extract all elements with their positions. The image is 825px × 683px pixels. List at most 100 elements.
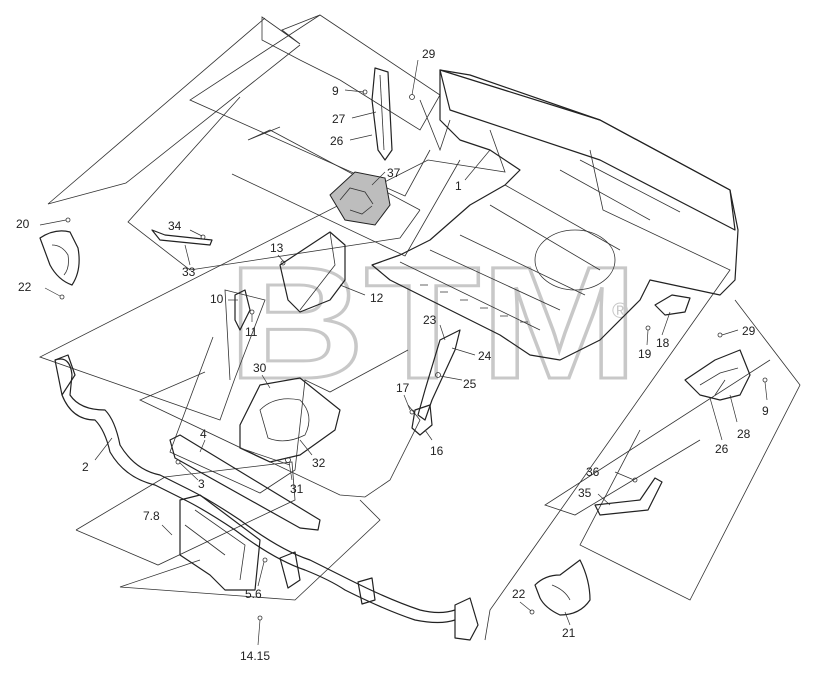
plate-12-flange bbox=[299, 231, 336, 311]
callout-3: 3 bbox=[198, 477, 205, 491]
part-2-tube bbox=[54, 354, 479, 641]
bolt-36 bbox=[632, 477, 638, 483]
boundary-middle-a bbox=[169, 336, 409, 494]
callout-32: 32 bbox=[312, 456, 326, 470]
boundary-line-b bbox=[127, 96, 421, 271]
callout-12: 12 bbox=[370, 291, 384, 305]
leader-4 bbox=[199, 439, 206, 453]
callout-26-top: 26 bbox=[330, 134, 344, 148]
part-33-bar bbox=[151, 229, 213, 246]
bracket-28-inner bbox=[699, 367, 739, 396]
leader-28 bbox=[729, 394, 738, 423]
plate-12-outline bbox=[279, 231, 346, 313]
leader-29b bbox=[721, 329, 739, 336]
bracket-20-outline bbox=[39, 230, 80, 286]
callout-22-right: 22 bbox=[512, 587, 526, 601]
bolt-22-left bbox=[59, 294, 65, 300]
leader-9a bbox=[344, 89, 365, 93]
part-4-rail bbox=[169, 434, 321, 531]
bar-33-outline bbox=[151, 229, 213, 246]
bracket-78-outline bbox=[179, 494, 261, 591]
boundary-line-c bbox=[247, 126, 421, 211]
floor-pan-rib-d bbox=[559, 169, 651, 221]
boundary-line-a bbox=[189, 14, 431, 197]
callout-21: 21 bbox=[562, 626, 576, 640]
shield-30-raised bbox=[259, 398, 310, 442]
bolt-29-right bbox=[717, 332, 723, 338]
callout-9-right: 9 bbox=[762, 404, 769, 418]
bolt-1415 bbox=[257, 615, 263, 621]
part-12-plate bbox=[279, 231, 346, 313]
leader-2 bbox=[94, 437, 113, 461]
bracket-18-outline bbox=[654, 294, 691, 316]
boundary-lower-left bbox=[75, 461, 296, 566]
floor-pan-tunnel-b bbox=[489, 204, 601, 271]
watermark-text: BTM bbox=[228, 233, 638, 412]
callout-23: 23 bbox=[423, 313, 437, 327]
boundary-right-big bbox=[484, 149, 731, 641]
callout-20: 20 bbox=[16, 217, 30, 231]
part-floor-pan bbox=[371, 69, 739, 361]
part-18-bracket bbox=[645, 294, 691, 331]
callout-35: 35 bbox=[578, 486, 592, 500]
leader-26a bbox=[349, 134, 373, 141]
callout-4: 4 bbox=[200, 427, 207, 441]
floor-pan-rear-panel bbox=[439, 69, 736, 231]
part-28-right-bracket bbox=[684, 332, 768, 401]
vertical-bracket-body bbox=[371, 67, 393, 161]
callout-33: 33 bbox=[182, 265, 196, 279]
callout-24: 24 bbox=[478, 349, 492, 363]
leader-34 bbox=[189, 229, 203, 237]
callout-14-15: 14.15 bbox=[240, 649, 270, 663]
strut-23-outline bbox=[417, 329, 461, 421]
part-37-bracket bbox=[329, 171, 391, 226]
leader-78 bbox=[161, 524, 173, 536]
part-35-bar bbox=[594, 477, 663, 516]
callout-28: 28 bbox=[737, 427, 751, 441]
leader-27 bbox=[351, 111, 377, 119]
leader-22b bbox=[519, 601, 532, 612]
leader-23 bbox=[439, 324, 446, 341]
callout-27: 27 bbox=[332, 112, 346, 126]
leader-17 bbox=[403, 394, 411, 411]
bolt-20-left bbox=[65, 217, 71, 223]
part-30-heat-shield bbox=[239, 377, 341, 466]
vertical-bracket-fold bbox=[379, 74, 385, 151]
callout-25: 25 bbox=[463, 377, 477, 391]
leader-19 bbox=[646, 329, 649, 346]
leader-32 bbox=[299, 439, 313, 456]
callout-1: 1 bbox=[455, 179, 462, 193]
bolt-17 bbox=[409, 409, 415, 415]
callout-labels: 29 9 27 26 37 1 20 34 33 22 13 12 10 11 … bbox=[16, 47, 769, 663]
bolt-22-right bbox=[529, 609, 535, 615]
leader-22a bbox=[44, 287, 61, 297]
leader-1415 bbox=[257, 619, 261, 646]
bolt-34 bbox=[200, 234, 206, 240]
leader-37 bbox=[371, 171, 386, 186]
bracket-20-inner bbox=[51, 244, 69, 276]
tube-2-clamp bbox=[357, 577, 376, 605]
bolt-29-top bbox=[409, 94, 415, 100]
leader-24 bbox=[451, 347, 476, 356]
bolt-31 bbox=[285, 457, 291, 463]
callout-29-right: 29 bbox=[742, 324, 756, 338]
callout-19: 19 bbox=[638, 347, 652, 361]
shield-30-flange bbox=[239, 447, 291, 466]
bolt-56 bbox=[262, 557, 268, 563]
bracket-28-outline bbox=[684, 349, 751, 401]
watermark-registered-mark: ® bbox=[612, 298, 628, 323]
leader-20 bbox=[39, 219, 67, 226]
callout-31: 31 bbox=[290, 482, 304, 496]
tube-2-right-mount bbox=[454, 597, 479, 641]
leader-12 bbox=[339, 284, 366, 296]
leader-lines bbox=[39, 59, 768, 646]
boundary-left-long bbox=[47, 17, 301, 205]
callout-10: 10 bbox=[210, 292, 224, 306]
leader-13 bbox=[277, 254, 285, 263]
leader-26b bbox=[709, 397, 723, 441]
leader-31 bbox=[288, 461, 293, 481]
part-rear-vertical-bracket bbox=[362, 67, 415, 161]
callout-37: 37 bbox=[387, 166, 401, 180]
bolt-25 bbox=[435, 372, 441, 378]
